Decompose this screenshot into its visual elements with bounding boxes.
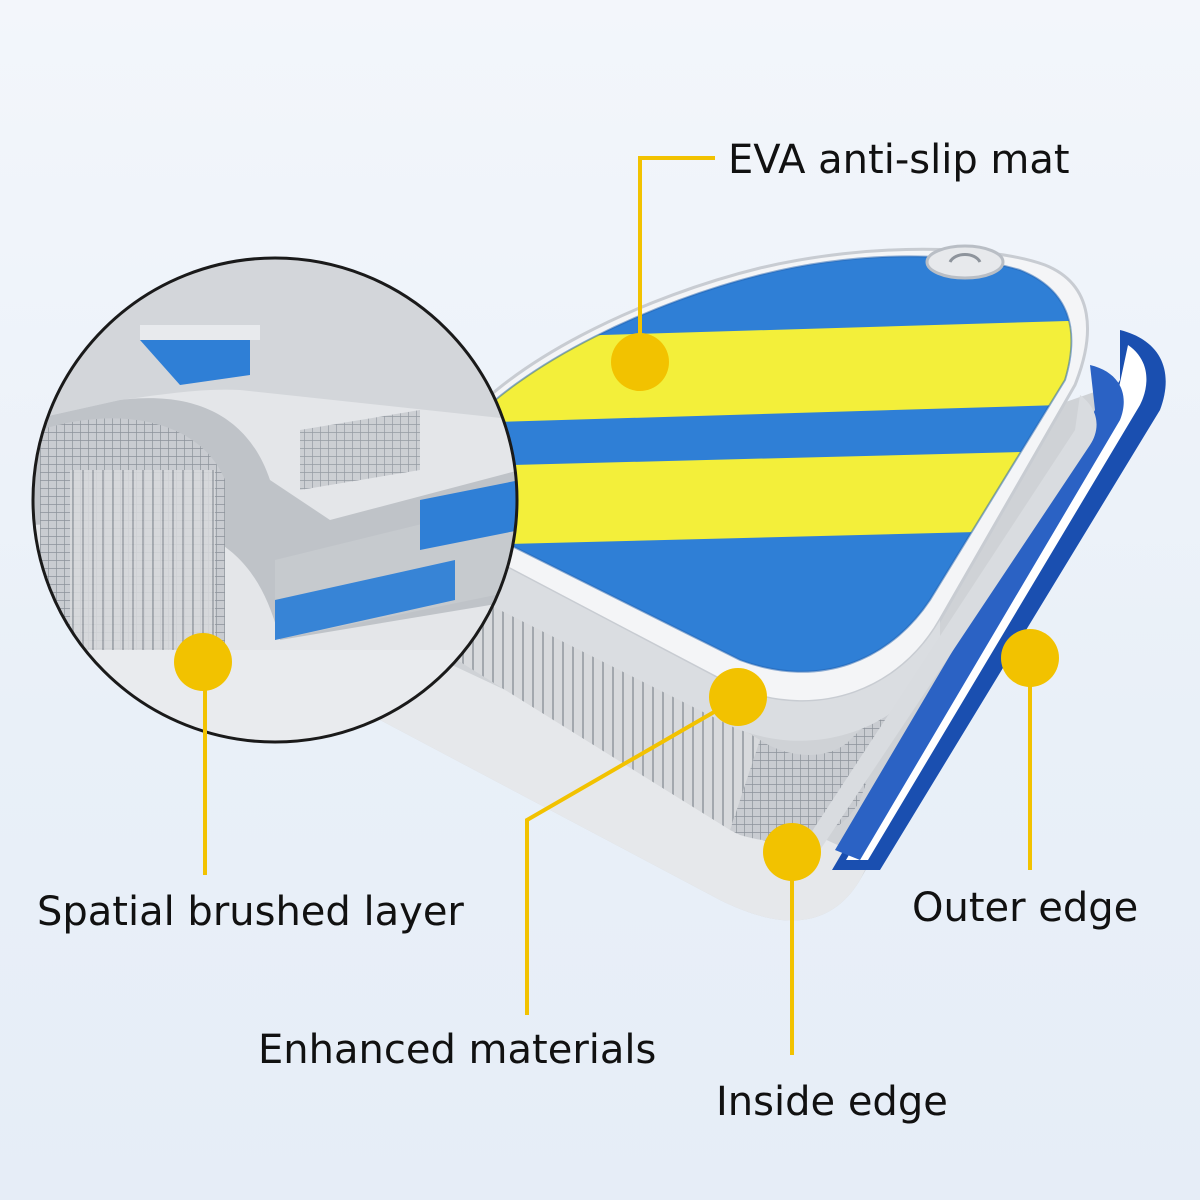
callout-dots: [174, 333, 1059, 881]
eva-deck-pad: [453, 255, 1073, 673]
callout-dot-enhanced: [709, 668, 767, 726]
callout-lines: [203, 156, 1032, 1055]
callout-dot-eva: [611, 333, 669, 391]
callout-line-enhanced: [525, 695, 742, 1015]
label-inside-edge: Inside edge: [716, 1079, 948, 1125]
callout-dot-outer: [1001, 629, 1059, 687]
label-spatial-brushed-layer: Spatial brushed layer: [37, 889, 464, 935]
zoom-detail-circle: [31, 256, 519, 744]
callout-dot-spatial: [174, 633, 232, 691]
d-ring: [925, 244, 1005, 280]
label-outer-edge: Outer edge: [912, 885, 1139, 931]
callout-dot-inside: [763, 823, 821, 881]
label-eva-anti-slip-mat: EVA anti-slip mat: [728, 137, 1070, 183]
label-enhanced-materials: Enhanced materials: [258, 1027, 657, 1073]
rail-edges: [805, 330, 1166, 870]
callout-line-eva: [638, 156, 715, 360]
